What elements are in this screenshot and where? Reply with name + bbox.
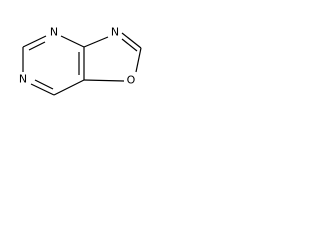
bond-c3a-c4 bbox=[53, 79, 85, 96]
bond-c4-n3-inner bbox=[34, 79, 54, 90]
structure-diagram: N N N O bbox=[0, 0, 173, 115]
bond-o9-c3a bbox=[83, 79, 125, 82]
bond-n7-c8 bbox=[121, 32, 142, 49]
bond-c2-n1-inner bbox=[28, 41, 46, 51]
bond-c7a-n7 bbox=[83, 36, 109, 48]
atom-n7-label: N bbox=[111, 26, 119, 39]
atom-o9-label: O bbox=[127, 74, 136, 87]
atom-n1-label: N bbox=[50, 26, 58, 39]
bond-n1-c7a bbox=[60, 35, 85, 48]
bond-c4-n3 bbox=[30, 83, 55, 96]
bond-n7-c8-inner bbox=[121, 38, 138, 52]
bond-c2-n1 bbox=[22, 35, 47, 48]
oxazolopyrimidine-structure: N N N O bbox=[19, 26, 142, 96]
atom-n3-label: N bbox=[19, 73, 27, 86]
bond-c8-o9 bbox=[135, 47, 142, 73]
